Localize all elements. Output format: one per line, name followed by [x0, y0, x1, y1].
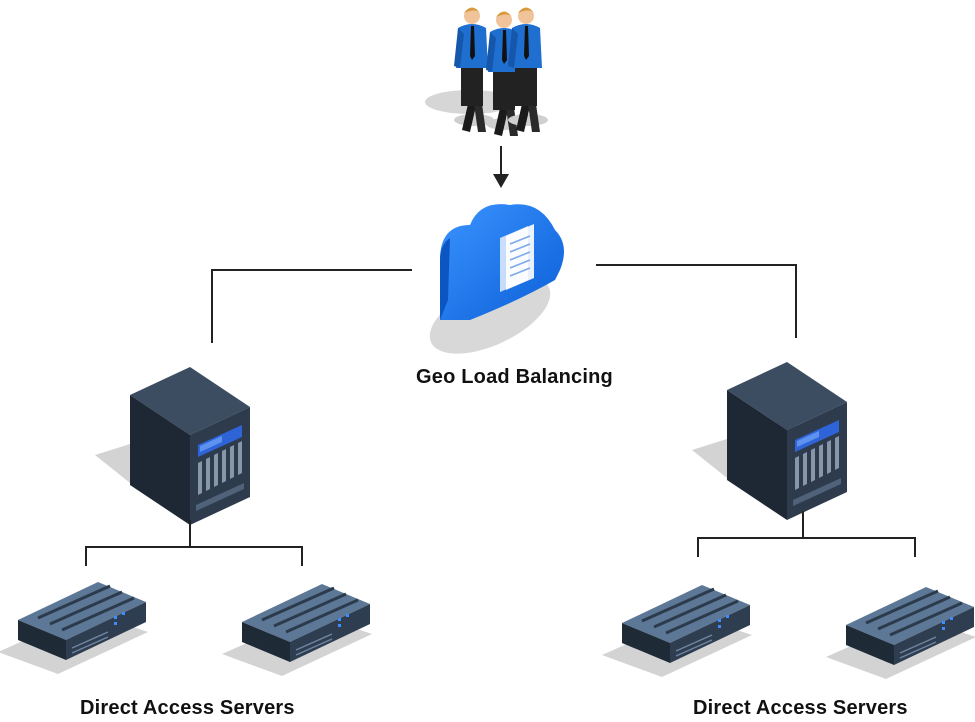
connector-right: [596, 264, 797, 338]
down-arrow: [493, 146, 509, 188]
direct-access-servers-label-right: Direct Access Servers: [693, 697, 908, 719]
nas-server-right: [692, 362, 847, 520]
geo-load-balancing-label: Geo Load Balancing: [416, 366, 613, 388]
direct-access-servers-label-left: Direct Access Servers: [80, 697, 295, 719]
connector-left: [211, 269, 412, 343]
rack-server-2: [220, 582, 374, 678]
rack-server-4: [824, 585, 975, 681]
connector-left-bracket: [85, 520, 303, 566]
rack-server-1: [0, 580, 150, 676]
cloud-documents-icon: [429, 204, 564, 354]
nas-server-left: [95, 367, 250, 525]
document-icon: [500, 224, 534, 292]
connector-right-bracket: [697, 511, 916, 557]
users-group-icon: [425, 7, 548, 136]
rack-server-3: [600, 583, 754, 679]
